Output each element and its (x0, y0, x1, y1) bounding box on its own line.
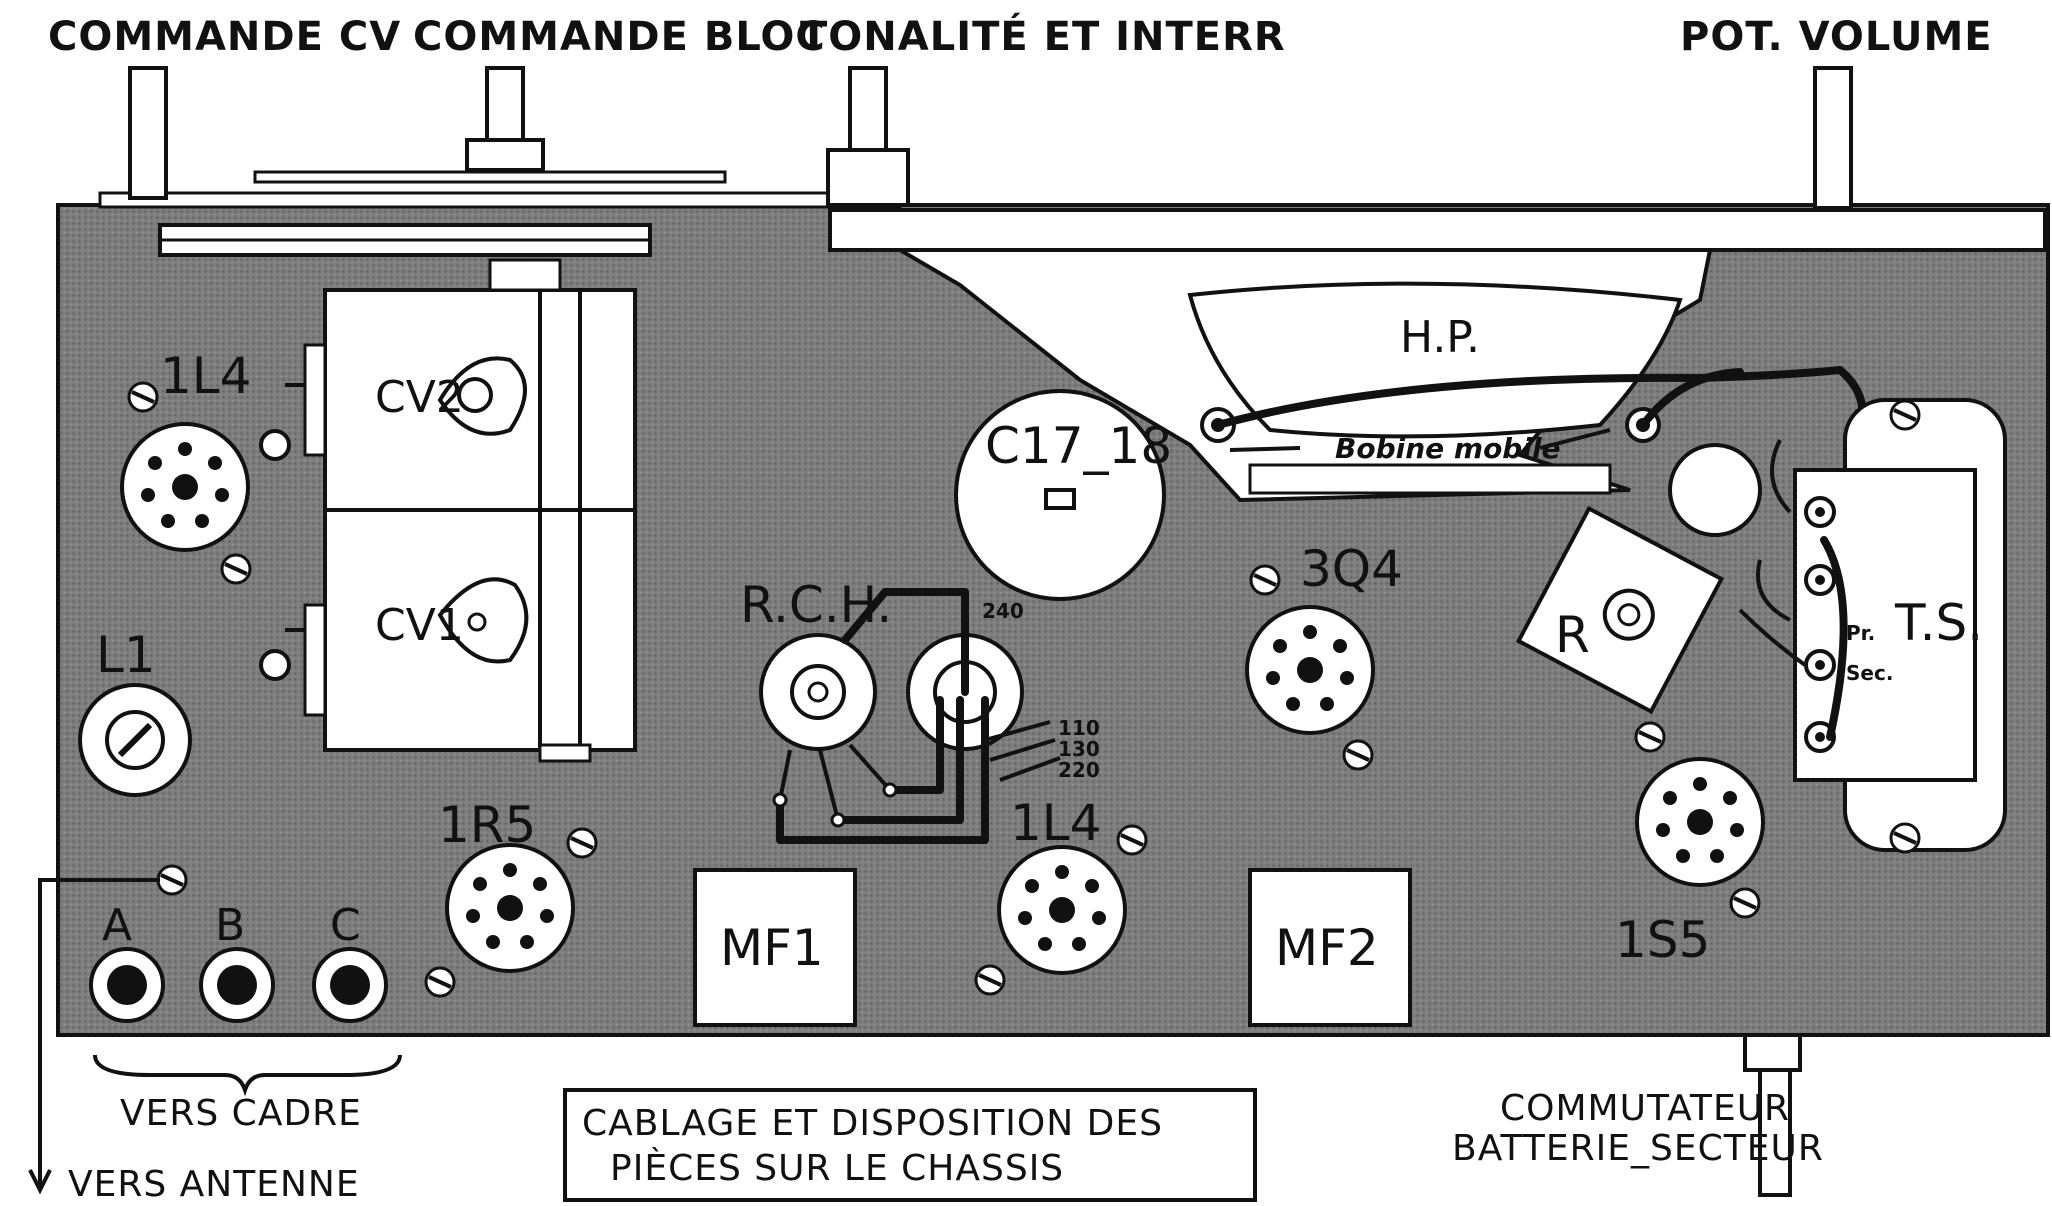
tonalite-shaft[interactable] (826, 66, 910, 207)
caption-line2: PIÈCES SUR LE CHASSIS (610, 1147, 1064, 1189)
tube-1s5[interactable] (1635, 757, 1765, 887)
mf1-block (693, 868, 857, 1027)
jack-a-label: A (102, 900, 132, 951)
pot-knob (1668, 443, 1762, 537)
cv-shaft[interactable] (128, 66, 168, 200)
caption-box (563, 1088, 1257, 1202)
ts-terminal-1[interactable] (1804, 496, 1836, 528)
tube-1l4-bottom[interactable] (997, 845, 1127, 975)
tube-3q4[interactable] (1245, 605, 1375, 735)
speaker-hp: H.P. Bobine mobile (892, 248, 1713, 503)
ts-terminal-2[interactable] (1804, 564, 1836, 596)
commande-cv-label: COMMANDE CV (48, 14, 401, 60)
vers-antenne-label: VERS ANTENNE (68, 1164, 360, 1205)
jack-b[interactable] (199, 947, 275, 1023)
rch-label: R.C.H. (740, 576, 892, 634)
l1-label: L1 (96, 626, 156, 684)
antenna-lead (38, 878, 160, 1185)
commutateur-line1: COMMUTATEUR (1500, 1088, 1790, 1129)
drive-pulley (158, 223, 652, 257)
jack-c-label: C (330, 900, 361, 951)
coil-l1[interactable] (78, 683, 192, 797)
ts-label: T.S. (1894, 594, 1983, 652)
jack-c[interactable] (312, 947, 388, 1023)
tonalite-label: TONALITÉ ET INTERR (800, 12, 1286, 60)
pr-label: Pr. (1846, 621, 1875, 645)
cv1-label: CV1 (375, 600, 464, 651)
front-flange (98, 191, 902, 209)
tube-3q4-label: 3Q4 (1300, 540, 1403, 598)
tube-1l4-top-label: 1L4 (160, 347, 251, 405)
resistor-r[interactable] (1515, 505, 1725, 715)
commutateur-line2: BATTERIE_SECTEUR (1452, 1128, 1824, 1169)
rch-220-label: 220 (1058, 758, 1100, 782)
rch-110-label: 110 (1058, 716, 1100, 740)
pot-volume-label: POT. VOLUME (1680, 14, 1993, 60)
tube-1r5-label: 1R5 (438, 796, 536, 854)
jack-a[interactable] (89, 947, 165, 1023)
rch-240-label: 240 (982, 599, 1024, 623)
ts-terminal-3[interactable] (1804, 649, 1836, 681)
r-label: R (1555, 606, 1590, 664)
tube-1l4-bottom-label: 1L4 (1010, 794, 1101, 852)
bloc-shaft[interactable] (253, 66, 727, 184)
commande-bloc-label: COMMANDE BLOC (413, 14, 826, 60)
rch-selector[interactable] (759, 588, 1061, 844)
tube-1s5-label: 1S5 (1615, 911, 1710, 969)
capacitor-c17-18 (954, 389, 1166, 601)
sec-label: Sec. (1846, 661, 1893, 685)
c17-18-label: C17_18 (985, 417, 1172, 475)
bobine-mobile-label: Bobine mobile (1335, 432, 1561, 465)
volume-shaft[interactable] (1813, 66, 1853, 210)
speaker-bracket (828, 208, 2047, 252)
vers-cadre-label: VERS CADRE (120, 1093, 362, 1134)
mf1-label: MF1 (720, 919, 824, 977)
commutateur-switch[interactable] (1743, 1033, 1802, 1197)
rch-130-label: 130 (1058, 737, 1100, 761)
mf2-label: MF2 (1275, 919, 1379, 977)
tube-1l4-top[interactable] (120, 422, 250, 552)
vers-cadre-brace (93, 1054, 402, 1097)
tube-1r5[interactable] (445, 843, 575, 973)
cv2-label: CV2 (375, 372, 464, 423)
hp-label: H.P. (1400, 312, 1480, 363)
mf2-block (1248, 868, 1412, 1027)
jack-b-label: B (215, 900, 245, 951)
caption-line1: CABLAGE ET DISPOSITION DES (582, 1103, 1163, 1144)
variable-capacitor-block (259, 258, 637, 763)
